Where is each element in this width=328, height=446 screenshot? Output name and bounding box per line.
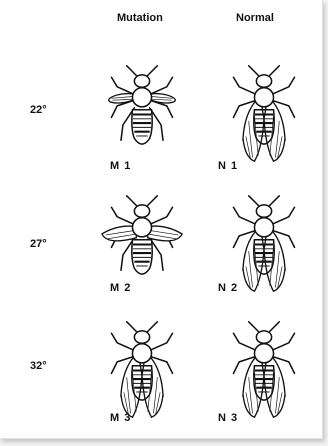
fly-m1-short-wings — [92, 62, 192, 167]
column-header-normal: Normal — [236, 12, 274, 24]
fly-label-m2: M 2 — [110, 282, 131, 294]
temperature-label-22: 22° — [30, 104, 47, 116]
fly-label-n2: N 2 — [218, 282, 238, 294]
column-header-mutation: Mutation — [117, 12, 163, 24]
fly-m2-medium-wings — [92, 192, 192, 297]
fly-m3-long-wings — [92, 318, 192, 423]
fly-label-n3: N 3 — [218, 412, 238, 424]
fly-label-m1: M 1 — [110, 160, 131, 172]
fly-n1-long-wings — [214, 62, 314, 167]
fly-n3-long-wings — [214, 318, 314, 423]
fly-label-m3: M 3 — [110, 412, 131, 424]
temperature-label-27: 27° — [30, 238, 47, 250]
figure-page: Mutation Normal 22° 27° 32° M 1 N 1 M 2 … — [0, 0, 323, 439]
fly-label-n1: N 1 — [218, 160, 238, 172]
temperature-label-32: 32° — [30, 360, 47, 372]
